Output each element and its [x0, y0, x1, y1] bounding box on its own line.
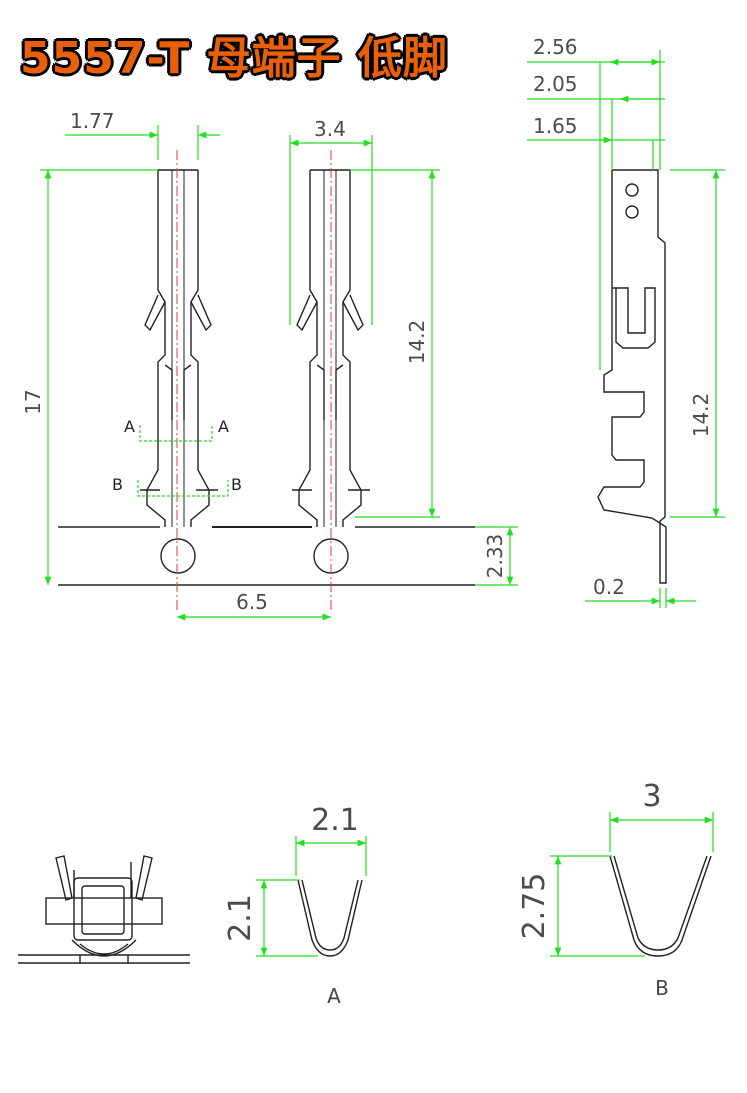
- right-terminal: [292, 169, 370, 574]
- section-a-label: A: [327, 984, 341, 1008]
- dim-b-width: 3: [642, 779, 661, 814]
- dim-14-2-front: 14.2: [405, 320, 429, 365]
- section-a: [297, 879, 363, 957]
- dim-3-4: 3.4: [314, 117, 346, 141]
- side-dimensions: [527, 50, 725, 608]
- section-mark-a-left: A: [124, 417, 135, 436]
- section-markers: [137, 425, 229, 497]
- dim-2-05: 2.05: [533, 72, 578, 96]
- dim-1-77: 1.77: [70, 109, 115, 133]
- side-view: [597, 169, 667, 584]
- dim-0-2: 0.2: [593, 575, 625, 599]
- section-b-label: B: [655, 976, 669, 1000]
- section-b-dimensions: [550, 812, 714, 957]
- dim-2-33: 2.33: [483, 534, 507, 579]
- left-terminal: [140, 169, 218, 574]
- dim-6-5: 6.5: [236, 590, 268, 614]
- front-view: [58, 169, 475, 586]
- front-dimensions: [40, 125, 518, 621]
- section-b: [609, 855, 712, 957]
- drawing-title: 5557-T 母端子 低脚: [20, 33, 448, 84]
- centerlines: [176, 150, 332, 612]
- section-mark-b-left: B: [112, 475, 123, 494]
- section-mark-a-right: A: [218, 417, 229, 436]
- section-mark-b-right: B: [231, 475, 242, 494]
- dim-a-height: 2.1: [223, 894, 258, 942]
- section-a-dimensions: [256, 836, 367, 957]
- dim-a-width: 2.1: [311, 803, 359, 838]
- dim-14-2-side: 14.2: [689, 393, 713, 438]
- dim-2-56: 2.56: [533, 35, 578, 59]
- dim-b-height: 2.75: [517, 873, 552, 940]
- dim-17: 17: [21, 389, 45, 414]
- end-view: [18, 855, 190, 964]
- dim-1-65: 1.65: [533, 114, 578, 138]
